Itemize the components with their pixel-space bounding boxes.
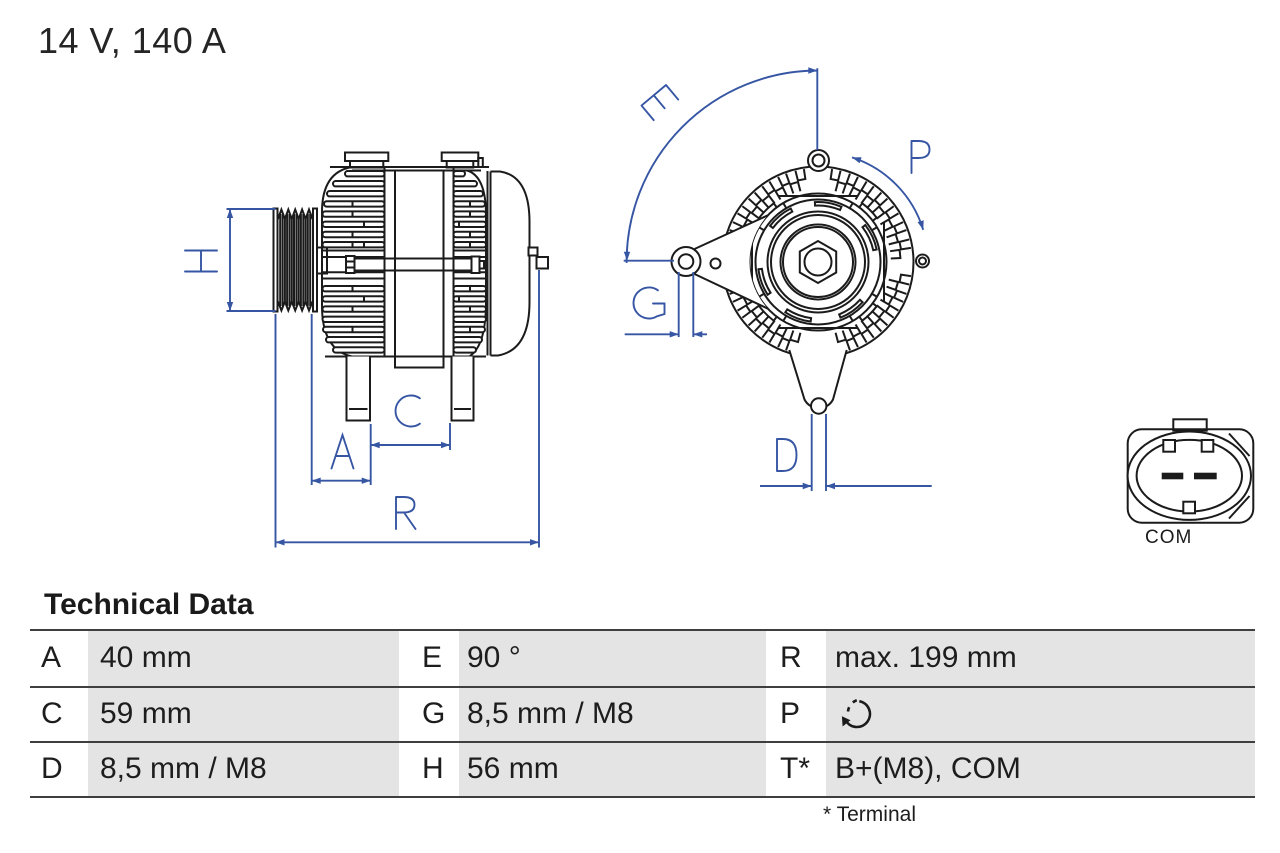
alternator-body: [321, 151, 549, 422]
front-view: [623, 67, 932, 491]
mounting-feet: [345, 356, 475, 422]
dim-label-A: [330, 431, 355, 470]
dim-label-G: [632, 286, 666, 320]
dim-label-C: [394, 394, 421, 428]
cooling-fins-right: [452, 170, 487, 354]
spec-value: 40 mm: [88, 630, 399, 686]
terminal-footnote: * Terminal: [823, 803, 916, 826]
mounting-arm: [670, 214, 769, 310]
dimension-C: [370, 394, 451, 450]
spec-value: [826, 687, 1255, 741]
side-view: [184, 151, 549, 548]
technical-drawing: COM: [184, 67, 1255, 548]
table-row: A 40 mm E 90 ° R max. 199 mm: [30, 630, 1255, 688]
spec-value: 56 mm: [459, 742, 766, 796]
bottom-mounting-boss: [788, 349, 848, 415]
through-bolt: [345, 255, 485, 274]
dim-label-H: [184, 249, 218, 273]
dimension-H: [184, 208, 276, 312]
spec-label: G: [422, 697, 446, 730]
dimension-R: [274, 270, 540, 548]
spec-value: 90 °: [459, 630, 766, 686]
connector-label: COM: [1145, 527, 1192, 548]
connector-pin: [1161, 472, 1184, 480]
dimension-G: [624, 272, 707, 338]
dim-label-D: [776, 438, 798, 472]
top-boss: [807, 149, 830, 172]
spec-label: P: [780, 697, 801, 730]
dimension-A: [310, 314, 372, 485]
spec-value: 8,5 mm / M8: [88, 742, 399, 796]
dim-label-E: [640, 84, 680, 122]
spec-label: A: [41, 641, 62, 674]
spec-value: 8,5 mm / M8: [459, 687, 766, 741]
right-boss: [915, 253, 930, 269]
spec-value: 59 mm: [88, 687, 399, 741]
spec-label: H: [422, 752, 444, 785]
cooling-fins-left: [321, 170, 386, 354]
pulley: [272, 206, 328, 314]
dimension-E: [623, 67, 819, 264]
dim-label-R: [395, 496, 417, 530]
rear-cover: [486, 170, 549, 357]
spec-value: B+(M8), COM: [826, 742, 1255, 796]
technical-data-table: A 40 mm E 90 ° R max. 199 mm C 59 mm G 8…: [30, 628, 1255, 798]
spec-label: T*: [780, 752, 810, 785]
spec-label: E: [422, 641, 443, 674]
dim-label-P: [910, 140, 931, 174]
section-heading: Technical Data: [44, 588, 254, 621]
spec-value: max. 199 mm: [826, 630, 1255, 686]
spec-label: C: [41, 697, 63, 730]
shaft-nut: [798, 239, 838, 285]
dimension-P: [851, 140, 931, 231]
spec-label: D: [41, 752, 63, 785]
spec-label: R: [780, 641, 802, 674]
table-row: D 8,5 mm / M8 H 56 mm T* B+(M8), COM: [30, 742, 1255, 798]
page-title: 14 V, 140 A: [38, 20, 227, 61]
connector-pin: [1194, 472, 1217, 480]
com-connector: COM: [1126, 418, 1255, 548]
dimension-D: [760, 414, 932, 491]
table-row: C 59 mm G 8,5 mm / M8 P: [30, 687, 1255, 743]
rotation-cw-icon: [841, 698, 872, 729]
